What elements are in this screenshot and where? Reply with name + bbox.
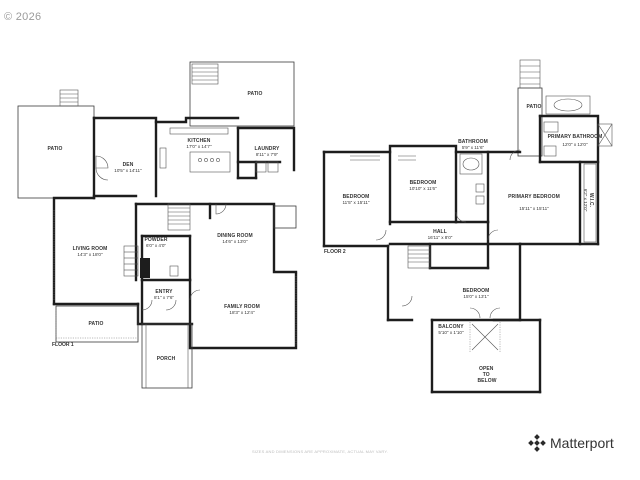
room-name: POWDER — [144, 237, 167, 243]
room-name: BEDROOM — [463, 288, 490, 294]
room-dims: 5'10" x 1'10" — [438, 330, 464, 335]
room-dims: 10'5" x 14'11" — [114, 168, 142, 173]
room-name: BALCONY — [438, 324, 464, 330]
room-dims: 5'9" x 11'6" — [462, 145, 485, 150]
room-name: DINING ROOM — [217, 233, 253, 239]
room-name: PORCH — [157, 356, 176, 362]
brand-name: Matterport — [550, 435, 614, 451]
room-name: BATHROOM — [458, 139, 488, 145]
room-name: PATIO — [247, 91, 262, 97]
room-dims: 15'0" x 13'1" — [463, 294, 489, 299]
room-dims: 15'11" x 15'11" — [519, 206, 549, 211]
disclaimer: SIZES AND DIMENSIONS ARE APPROXIMATE, AC… — [251, 449, 389, 454]
room-name: PATIO — [88, 321, 103, 327]
room-name: LAUNDRY — [255, 146, 281, 152]
floor-2-label: FLOOR 2 — [324, 249, 346, 255]
room-dims: 14'3" x 18'0" — [77, 252, 103, 257]
copyright-notice: © 2026 — [4, 11, 42, 23]
room-dims: 8'1" x 7'6" — [154, 295, 174, 300]
floor-2-plan — [322, 59, 613, 394]
room-name: PATIO — [47, 146, 62, 152]
room-name: BEDROOM — [410, 180, 437, 186]
room-name: PRIMARY BATHROOM — [548, 134, 603, 140]
matterport-logo: Matterport — [528, 434, 614, 452]
room-dims: 12'0" x 12'0" — [562, 142, 588, 147]
open-below-line: BELOW — [477, 378, 496, 384]
room-name: PRIMARY BEDROOM — [508, 194, 560, 200]
room-dims: 16'11" x 8'0" — [428, 235, 453, 240]
floor-1-label: FLOOR 1 — [52, 342, 74, 348]
room-dims: 14'6" x 13'0" — [222, 239, 248, 244]
room-name: PATIO — [526, 104, 541, 110]
room-name: LIVING ROOM — [73, 246, 108, 252]
room-name: KITCHEN — [188, 138, 211, 144]
room-dims: 6'0" x 4'0" — [146, 243, 166, 248]
room-name: DEN — [123, 162, 134, 168]
open-below-line: TO — [483, 372, 490, 378]
room-name: FAMILY ROOM — [224, 304, 260, 310]
room-dims: 10'10" x 11'6" — [409, 186, 437, 191]
matterport-icon — [528, 434, 546, 452]
room-dims: 18'3" x 12'4" — [229, 310, 255, 315]
room-dims: 6'2" x 12'0" — [583, 189, 588, 212]
room-name-open-below: OPEN TO BELOW — [477, 366, 496, 384]
open-below-line: OPEN — [479, 366, 494, 372]
room-name: HALL — [433, 229, 447, 235]
room-name: BEDROOM — [343, 194, 370, 200]
room-dims: 17'0" x 14'7" — [186, 144, 212, 149]
room-name: ENTRY — [155, 289, 173, 295]
room-dims: 11'5" x 15'11" — [342, 200, 369, 205]
room-name: W.I.C. — [588, 193, 594, 208]
room-labels: FLOOR 1 FLOOR 2 PATIO DEN 10'5" x 14'11"… — [47, 91, 602, 384]
floor-1-plan — [17, 61, 298, 389]
room-dims: 8'11" x 7'9" — [256, 152, 279, 157]
